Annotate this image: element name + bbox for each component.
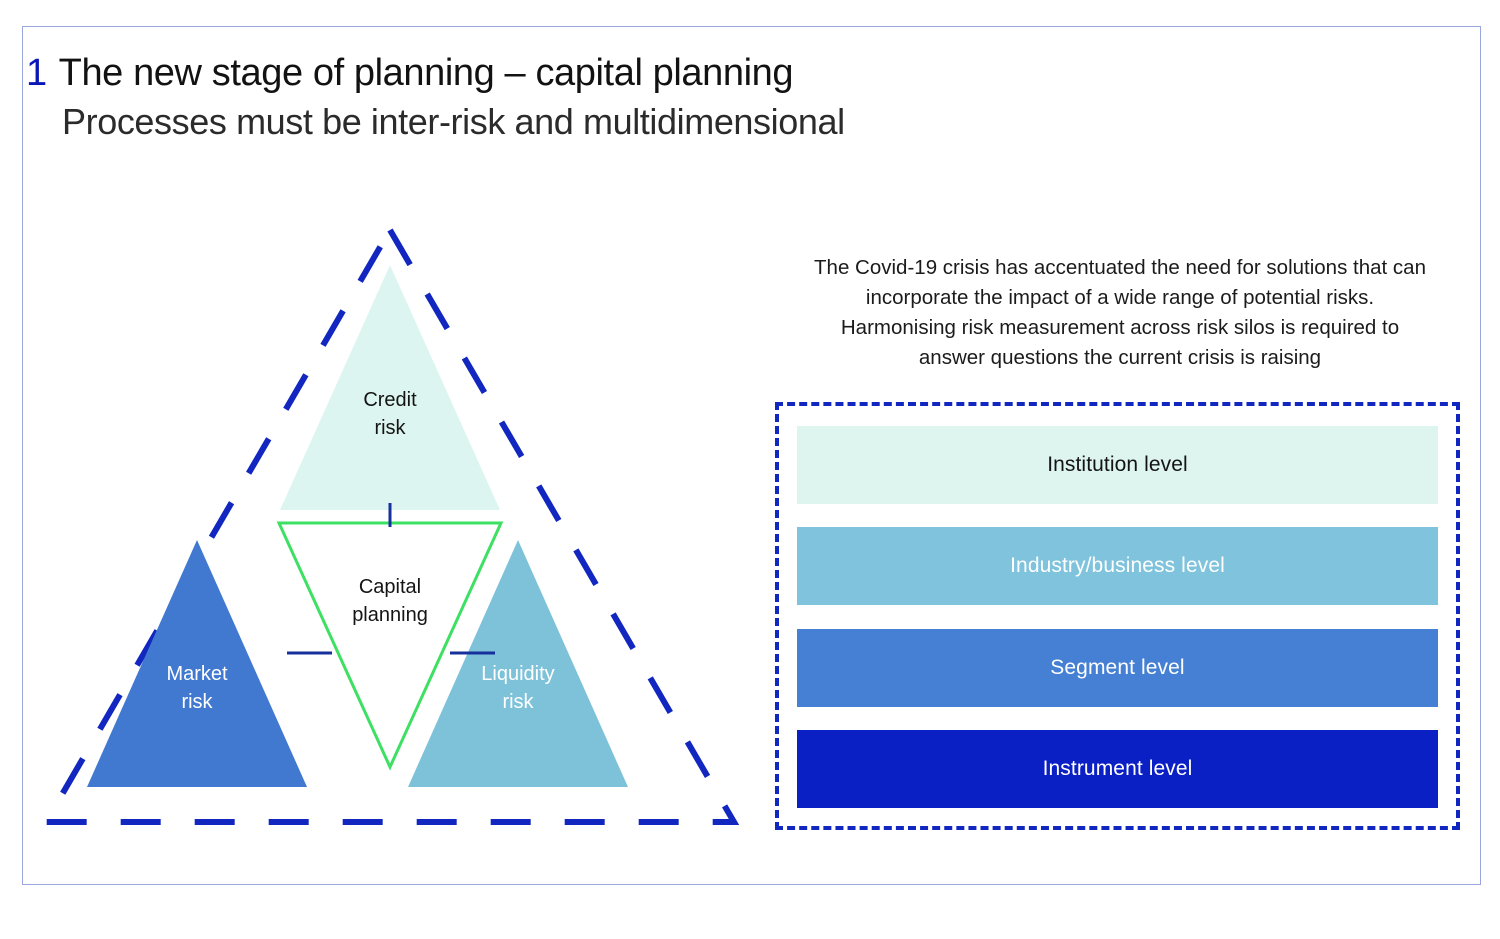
liquidity-risk-label-line2: risk — [502, 691, 534, 713]
outer-dashed-triangle — [40, 224, 740, 825]
level-bar-industry-business-label: Industry/business level — [1010, 554, 1225, 578]
title-line: 1 The new stage of planning – capital pl… — [26, 52, 1226, 95]
market-risk-triangle[interactable]: Market risk — [87, 540, 307, 787]
capital-planning-label-line1: Capital — [359, 576, 421, 598]
level-bar-instrument-label: Instrument level — [1042, 756, 1193, 780]
level-bar-industry-business[interactable]: Industry/business level — [797, 527, 1438, 606]
capital-planning-label-line2: planning — [352, 604, 428, 626]
level-bar-instrument[interactable]: Instrument level — [797, 729, 1438, 808]
level-bar-segment-label: Segment level — [1050, 655, 1185, 679]
liquidity-risk-label-line1: Liquidity — [481, 663, 554, 685]
slide-number: 1 — [26, 52, 47, 94]
intro-paragraph: The Covid-19 crisis has accentuated the … — [814, 255, 1426, 369]
page-title: The new stage of planning – capital plan… — [58, 52, 794, 94]
credit-risk-label-line2: risk — [374, 417, 406, 439]
connector-dashes — [287, 503, 495, 655]
level-bar-institution[interactable]: Institution level — [797, 426, 1438, 504]
page-subtitle: Processes must be inter-risk and multidi… — [62, 101, 845, 142]
liquidity-risk-triangle[interactable]: Liquidity risk — [408, 540, 628, 787]
levels-box: Institution level Industry/business leve… — [775, 402, 1460, 830]
credit-risk-label-line1: Credit — [363, 389, 417, 411]
levels-box-dashed-border — [775, 402, 1460, 830]
level-bar-institution-label: Institution level — [1047, 453, 1188, 476]
page-header: 1 The new stage of planning – capital pl… — [26, 52, 1226, 143]
credit-risk-triangle[interactable]: Credit risk — [280, 265, 500, 510]
risk-triangle-diagram: Credit risk Market risk Liquidity risk C… — [22, 210, 762, 850]
right-panel: The Covid-19 crisis has accentuated the … — [770, 232, 1470, 842]
level-bar-segment[interactable]: Segment level — [797, 628, 1438, 707]
market-risk-label-line2: risk — [181, 691, 213, 713]
levels-stack: Institution level Industry/business leve… — [797, 426, 1438, 808]
market-risk-label-line1: Market — [166, 663, 228, 685]
